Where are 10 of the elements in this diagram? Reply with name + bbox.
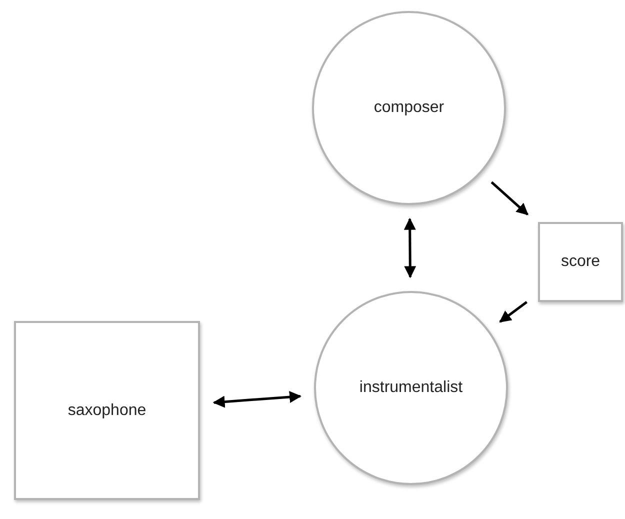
arrow [499,300,528,323]
node-label: score [560,253,600,271]
arrow [490,181,528,216]
node-label: instrumentalist [359,379,463,397]
box-node [14,321,200,500]
arrow [404,218,416,278]
box-node [538,222,623,302]
node-label: saxophone [68,402,146,420]
node-label: composer [374,99,444,117]
arrow [212,391,302,408]
